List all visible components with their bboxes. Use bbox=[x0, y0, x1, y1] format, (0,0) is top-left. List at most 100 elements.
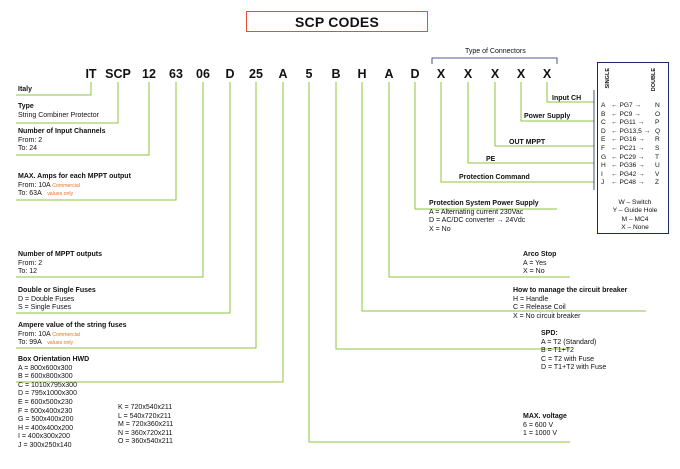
connector-row: J← PC48 →Z bbox=[601, 179, 665, 187]
code-scp: SCP bbox=[105, 67, 131, 81]
connector-single-code: C bbox=[601, 119, 606, 127]
code-d: D bbox=[225, 67, 235, 81]
connector-double-code: U bbox=[655, 162, 660, 170]
single-header: SINGLE bbox=[605, 68, 611, 89]
connector-pg-size: ← PG7 → bbox=[611, 102, 641, 110]
connector-pg-size: ← PG11 → bbox=[611, 119, 644, 127]
arrow-left-icon: ← bbox=[611, 127, 618, 135]
code-x2: X bbox=[463, 67, 473, 81]
power-supply-label: Power Supply bbox=[524, 113, 571, 120]
arrow-right-icon: → bbox=[635, 153, 645, 161]
connector-double-code: T bbox=[655, 153, 660, 161]
wire-psps bbox=[414, 82, 557, 210]
page-title: SCP CODES bbox=[294, 13, 379, 30]
arrow-right-icon: → bbox=[636, 162, 645, 170]
connector-pg-label: PG36 bbox=[619, 162, 637, 170]
code-63: 63 bbox=[169, 67, 183, 81]
connector-pg-size: ← PG16 → bbox=[611, 136, 645, 144]
wire-input bbox=[16, 82, 150, 156]
connector-single-code: G bbox=[601, 153, 607, 161]
connector-row: F← PC21 →S bbox=[601, 145, 665, 153]
code-5: 5 bbox=[305, 67, 313, 81]
connector-pg-label: PG13,5 bbox=[619, 127, 642, 135]
out-mppt-label: OUT MPPT bbox=[509, 139, 546, 146]
connector-double-code: N bbox=[655, 102, 660, 109]
wire-protection bbox=[440, 82, 594, 183]
connector-row: H ← PG36 → U bbox=[601, 162, 665, 170]
arrow-right-icon: → bbox=[635, 119, 645, 127]
wire-amp bbox=[16, 82, 257, 349]
connector-single-code: A bbox=[601, 102, 606, 109]
connector-pg-label: PG11 bbox=[619, 119, 636, 127]
connector-row: D← PG13,5 →Q bbox=[601, 128, 665, 136]
wire-cb bbox=[361, 82, 646, 312]
code-x3: X bbox=[490, 67, 500, 81]
code-06: 06 bbox=[196, 67, 210, 81]
connector-pg-size: ← PC29 → bbox=[611, 154, 644, 162]
code-x5: X bbox=[542, 67, 552, 81]
wire-type bbox=[16, 82, 119, 124]
code-x1: X bbox=[436, 67, 446, 81]
connector-row: I← PG42 →V bbox=[601, 171, 665, 179]
code-25: 25 bbox=[249, 67, 263, 81]
connector-pg-label: PC29 bbox=[619, 153, 636, 161]
code-a2: A bbox=[384, 67, 394, 81]
arrow-left-icon: ← bbox=[611, 136, 618, 144]
connector-pg-size: ← PC48 → bbox=[611, 179, 644, 187]
connector-pg-size: ← PC9 → bbox=[611, 111, 641, 119]
arrow-left-icon: ← bbox=[611, 102, 618, 109]
connector-single-code: B bbox=[601, 110, 606, 118]
title-box: SCP CODES bbox=[246, 11, 428, 32]
protection-command-label: Protection Command bbox=[459, 174, 530, 181]
arrow-right-icon: → bbox=[632, 110, 641, 118]
connector-double-code: O bbox=[655, 110, 661, 118]
connector-pg-label: PG42 bbox=[619, 170, 637, 178]
connector-double-code: S bbox=[655, 145, 660, 152]
connector-bracket bbox=[431, 57, 558, 64]
connector-pg-size: ← PG13,5 → bbox=[611, 128, 650, 136]
arrow-left-icon: ← bbox=[611, 179, 618, 187]
fuse-ampere-label: Ampere value of the string fuses From: 1… bbox=[18, 322, 127, 347]
connector-pg-label: PG16 bbox=[619, 136, 637, 144]
wire-box bbox=[16, 82, 284, 383]
double-header: DOUBLE bbox=[651, 68, 657, 92]
connector-row: C ← PG11 → P bbox=[601, 119, 665, 127]
code-a: A bbox=[278, 67, 288, 81]
arrow-right-icon: → bbox=[635, 179, 645, 187]
connector-single-code: I bbox=[601, 170, 603, 178]
connector-pg-label: PC21 bbox=[619, 145, 636, 152]
arrow-right-icon: → bbox=[641, 127, 651, 135]
arrow-left-icon: ← bbox=[611, 162, 618, 170]
connector-legend: W – Switch Y – Guide Hole M – MC4 X – No… bbox=[612, 199, 658, 232]
code-b: B bbox=[331, 67, 341, 81]
arrow-left-icon: ← bbox=[611, 145, 618, 152]
connector-row: E← PG16 →R bbox=[601, 136, 665, 144]
type-of-connectors-label: Type of Connectors bbox=[465, 48, 526, 55]
wire-inputch bbox=[546, 82, 594, 103]
arrow-left-icon: ← bbox=[611, 119, 618, 127]
pe-label: PE bbox=[486, 156, 496, 163]
connector-pg-label: PG7 bbox=[619, 102, 633, 109]
wire-mppt bbox=[16, 82, 204, 278]
wire-fuse bbox=[16, 82, 231, 314]
wire-power bbox=[520, 82, 594, 122]
code-it: IT bbox=[85, 67, 97, 81]
connector-double-code: Q bbox=[655, 127, 661, 135]
connector-pg-size: ← PG42 → bbox=[611, 171, 645, 179]
wire-pe bbox=[467, 82, 594, 164]
connector-row: G ← PC29 → T bbox=[601, 154, 665, 162]
connector-double-code: P bbox=[655, 119, 660, 127]
connector-single-code: H bbox=[601, 162, 606, 170]
